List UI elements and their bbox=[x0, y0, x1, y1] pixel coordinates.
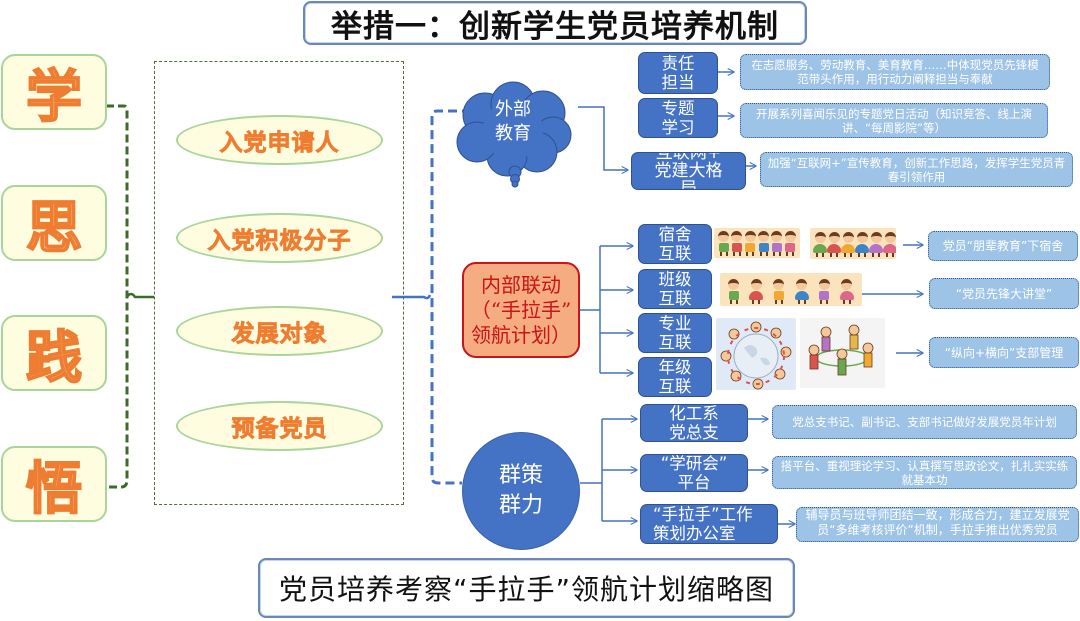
boy-figure bbox=[771, 231, 783, 256]
diagram-title: 举措一：创新学生党员培养机制 bbox=[303, 1, 807, 45]
stage-activist: 入党积极分子 bbox=[176, 213, 383, 263]
node-major-link: 专业 互联 bbox=[638, 313, 712, 353]
detail-vanguard-lecture: “党员先锋大讲堂” bbox=[929, 278, 1079, 309]
picture-children-row bbox=[720, 273, 862, 306]
detail-internet-party-building: 加强“互联网+”宣传教育，创新工作思路，发挥学生党员青春引领作用 bbox=[760, 152, 1073, 187]
girl-figure bbox=[813, 232, 827, 257]
node-class-link: 班级 互联 bbox=[638, 269, 712, 309]
hub-inner-linkage: 内部联动 （“手拉手” 领航计划） bbox=[462, 262, 580, 358]
picture-girls-holding-hands bbox=[810, 228, 896, 259]
boy-figure bbox=[744, 231, 756, 256]
picture-boys-holding-hands bbox=[714, 228, 800, 258]
detail-dept-branch: 党总支书记、副书记、支部书记做好发展党员年计划 bbox=[772, 405, 1077, 439]
principle-realize: 悟 bbox=[1, 446, 107, 523]
picture-children-dancing bbox=[800, 318, 885, 388]
hub-outer-education: 外部 教育 bbox=[495, 99, 531, 144]
node-study-society-platform: “学研会” 平台 bbox=[640, 454, 748, 492]
hubs-bracket bbox=[430, 109, 471, 485]
boy-figure bbox=[718, 231, 730, 256]
detail-responsibility: 在志愿服务、劳动教育、美育教育……中体现党员先锋模范带头作用，用行动力阐释担当与… bbox=[740, 54, 1050, 90]
picture-children-around-globe bbox=[716, 318, 796, 390]
node-planning-office: “手拉手”工作 策划办公室 bbox=[640, 504, 778, 544]
boy-figure bbox=[818, 279, 830, 304]
principle-think: 思 bbox=[1, 185, 107, 262]
boy-figure bbox=[728, 279, 740, 304]
girl-figure bbox=[855, 232, 869, 257]
girl-figure bbox=[794, 279, 809, 304]
detail-study-society: 搭平台、重视理论学习、认真撰写思政论文，扎扎实实练就基本功 bbox=[772, 456, 1077, 489]
hub-collective-effort: 群策 群力 bbox=[462, 432, 580, 550]
detail-branch-management: “纵向+横向”支部管理 bbox=[929, 337, 1079, 368]
stages-frame bbox=[154, 61, 404, 505]
detail-planning-office: 辅导员与班导师团结一致，形成合力，建立发展党员“多维考核评价”机制，手拉手推出优… bbox=[796, 507, 1079, 542]
girl-figure bbox=[869, 232, 883, 257]
boy-figure bbox=[784, 231, 796, 256]
node-dorm-link: 宿舍 互联 bbox=[638, 224, 712, 264]
node-internet-party-building: 互联网+ 党建大格 局 bbox=[631, 152, 746, 190]
stage-applicant: 入党申请人 bbox=[176, 115, 383, 165]
girl-figure bbox=[883, 232, 896, 257]
node-responsibility: 责任 担当 bbox=[638, 52, 718, 94]
node-chemistry-dept-branch: 化工系 党总支 bbox=[640, 404, 748, 442]
detail-topic-study: 开展系列喜闻乐见的专题党日活动（知识竞答、线上演讲、“每周影院”等） bbox=[740, 103, 1048, 138]
girl-figure bbox=[827, 232, 841, 257]
boy-figure bbox=[758, 231, 770, 256]
stages-to-hubs-line bbox=[392, 294, 432, 300]
inner-branch-lines bbox=[580, 245, 923, 373]
girl-figure bbox=[839, 279, 854, 304]
group-branch-lines bbox=[580, 419, 795, 524]
principle-practice: 践 bbox=[1, 315, 107, 392]
principles-bracket bbox=[106, 104, 129, 489]
bracket-to-stages-line bbox=[125, 292, 154, 299]
stage-probationary-member: 预备党员 bbox=[176, 401, 383, 451]
node-grade-link: 年级 互联 bbox=[638, 357, 712, 397]
detail-peer-education: 党员“朋辈教育”下宿舍 bbox=[928, 231, 1078, 261]
girl-figure bbox=[749, 279, 764, 304]
diagram-caption: 党员培养考察“手拉手”领航计划缩略图 bbox=[258, 558, 795, 618]
girl-figure bbox=[841, 232, 855, 257]
cloud-icon bbox=[456, 81, 572, 188]
principle-learn: 学 bbox=[1, 54, 107, 131]
stage-candidate: 发展对象 bbox=[176, 306, 383, 356]
outer-branch-lines bbox=[578, 72, 756, 170]
boy-figure bbox=[731, 231, 743, 256]
node-topic-study: 专题 学习 bbox=[638, 98, 718, 138]
boy-figure bbox=[773, 279, 785, 304]
